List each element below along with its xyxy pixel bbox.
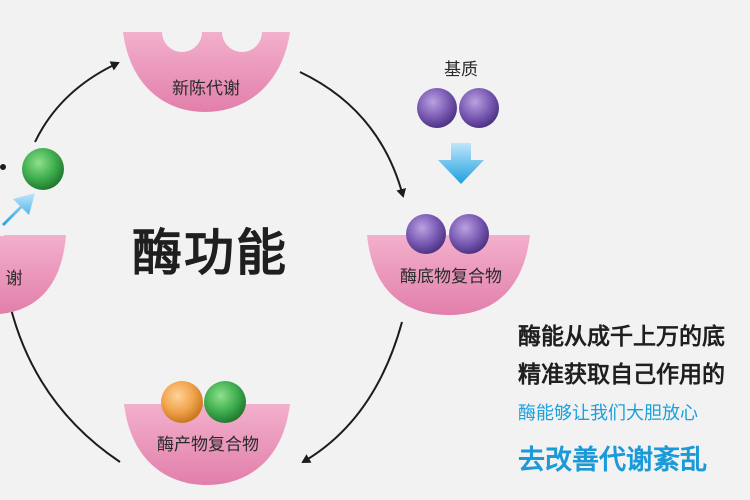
substrate-molecule	[417, 88, 499, 128]
product-ball-orange	[161, 381, 203, 423]
cycle-arrow-left-top	[34, 61, 120, 143]
enzyme-substrate-complex: 酶底物复合物	[367, 214, 530, 315]
node-label-top: 新陈代谢	[172, 79, 240, 99]
side-text-line-2: 精准获取自己作用的	[518, 362, 725, 388]
enzyme-product-complex: 酶产物复合物	[124, 381, 290, 485]
blue-diagonal-arrow	[2, 193, 35, 226]
blue-down-arrow	[438, 143, 484, 184]
product-ball-green	[204, 381, 246, 423]
node-label-left: 谢	[6, 269, 23, 289]
substrate-label: 基质	[444, 60, 478, 80]
node-label-bottom: 酶产物复合物	[157, 435, 259, 455]
node-label-right: 酶底物复合物	[400, 267, 502, 287]
substrate-ball-left	[417, 88, 457, 128]
side-text-line-4: 去改善代谢紊乱	[518, 445, 707, 476]
enzyme-top: 新陈代谢	[123, 32, 290, 112]
center-title: 酶功能	[132, 224, 288, 282]
side-text-line-1: 酶能从成千上万的底	[518, 324, 725, 350]
cycle-arrow-right-bottom	[301, 321, 403, 464]
left-green-product	[22, 148, 64, 190]
cycle-arrow-bottom-left	[6, 303, 121, 463]
complex-substrate-ball-left	[406, 214, 446, 254]
complex-substrate-ball-right	[449, 214, 489, 254]
left-dot	[0, 164, 6, 170]
enzyme-left-partial: 谢	[0, 207, 66, 314]
side-text-line-3: 酶能够让我们大胆放心	[518, 403, 698, 424]
cycle-arrow-top-right	[299, 71, 407, 198]
substrate-ball-right	[459, 88, 499, 128]
